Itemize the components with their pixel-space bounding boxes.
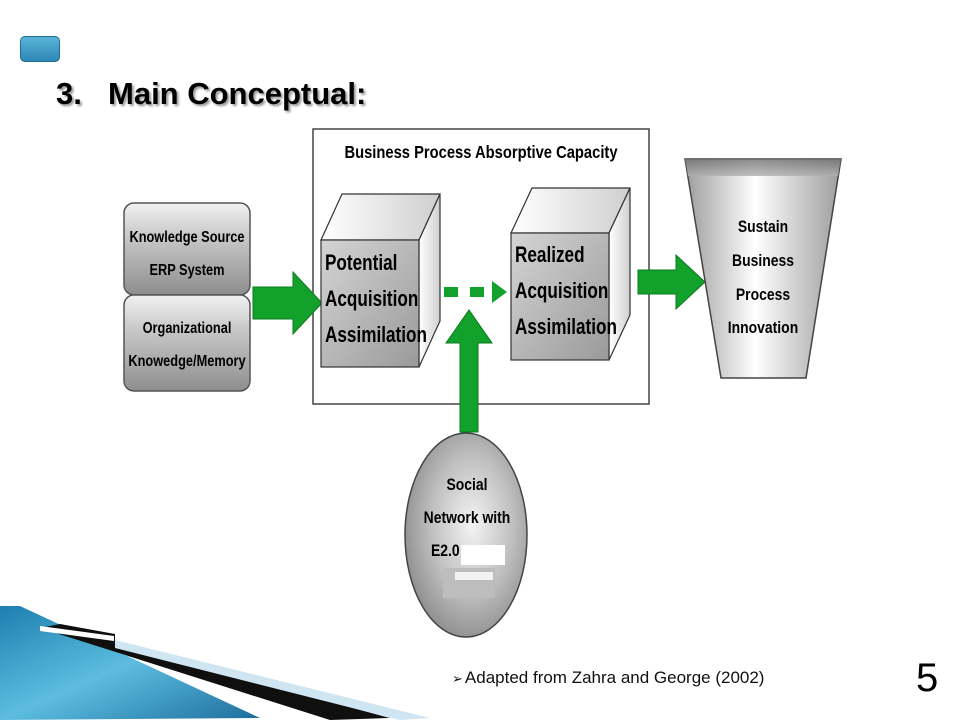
organizational-line-1: Organizational bbox=[143, 320, 232, 338]
slide-nav-button[interactable] bbox=[20, 36, 60, 62]
arrow-from-social bbox=[445, 309, 493, 433]
potential-line-2: Acquisition bbox=[325, 287, 418, 312]
realized-line-1: Realized bbox=[515, 243, 585, 268]
container-title: Business Process Absorptive Capacity bbox=[344, 143, 618, 163]
realized-line-3: Assimilation bbox=[515, 315, 617, 340]
realized-line-2: Acquisition bbox=[515, 279, 608, 304]
knowledge-source-line-1: Knowledge Source bbox=[129, 229, 244, 247]
title-number: 3. bbox=[56, 76, 82, 111]
redacted-patch-1 bbox=[461, 545, 505, 565]
realized-cube-front bbox=[510, 232, 610, 361]
dash-segment-2 bbox=[470, 287, 484, 297]
social-line-1: Social bbox=[446, 476, 487, 495]
potential-line-1: Potential bbox=[325, 251, 397, 276]
decor-light-band bbox=[115, 640, 430, 720]
arrow-to-outcome bbox=[637, 253, 706, 311]
organizational-line-2: Knowedge/Memory bbox=[128, 353, 245, 371]
arrow-bullet-icon: ➢ bbox=[452, 671, 463, 686]
potential-cube-front bbox=[320, 239, 420, 368]
social-line-2: Network with bbox=[424, 509, 511, 528]
knowledge-source-line-2: ERP System bbox=[149, 262, 224, 280]
potential-line-3: Assimilation bbox=[325, 323, 427, 348]
outcome-line-3: Process bbox=[736, 286, 790, 305]
organizational-box bbox=[123, 294, 251, 392]
knowledge-source-box bbox=[123, 202, 251, 296]
title-text: Main Conceptual: bbox=[108, 76, 367, 111]
social-line-3: E2.0: bbox=[431, 542, 464, 561]
page-number: 5 bbox=[916, 656, 939, 700]
slide-title: 3. Main Conceptual: bbox=[56, 76, 366, 112]
dashed-arrow-head bbox=[492, 281, 507, 303]
source-caption: ➢Adapted from Zahra and George (2002) bbox=[452, 668, 764, 688]
decor-white-strip bbox=[40, 626, 114, 641]
dash-segment-1 bbox=[444, 287, 458, 297]
outcome-line-4: Innovation bbox=[728, 319, 798, 338]
redacted-patch-3 bbox=[455, 572, 493, 580]
decor-blue-wedge bbox=[0, 606, 260, 720]
caption-text: Adapted from Zahra and George (2002) bbox=[464, 668, 765, 687]
outcome-line-1: Sustain bbox=[738, 218, 788, 237]
outcome-line-2: Business bbox=[732, 252, 794, 271]
arrow-to-potential bbox=[252, 270, 323, 336]
outcome-trapezoid-top bbox=[685, 159, 841, 176]
social-network-oval bbox=[404, 432, 528, 638]
